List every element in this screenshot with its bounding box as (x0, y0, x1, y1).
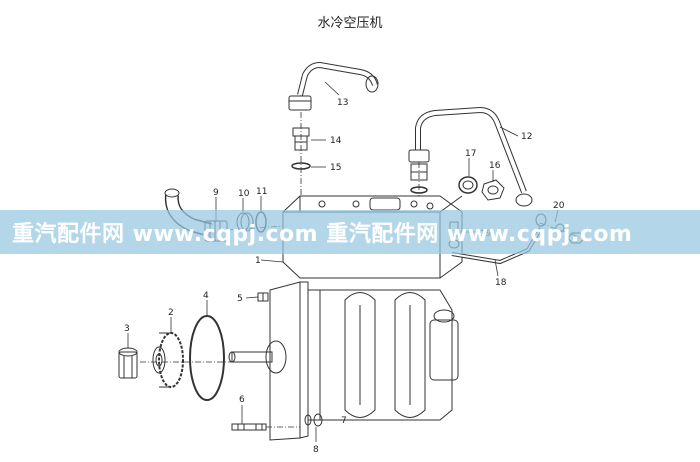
callout-2: 2 (168, 308, 174, 318)
callout-16: 16 (489, 161, 501, 171)
connector-16 (481, 179, 505, 201)
diagram-title: 水冷空压机 (317, 16, 383, 31)
callout-20: 20 (553, 201, 565, 211)
callout-14: 14 (330, 136, 342, 146)
coolant-pipe-12 (408, 106, 533, 207)
drive-shaft (228, 340, 287, 374)
callout-12: 12 (521, 132, 532, 142)
callout-18: 18 (495, 278, 507, 288)
callout-9: 9 (213, 188, 219, 198)
stud-6 (231, 423, 267, 431)
callout-15: 15 (330, 163, 341, 173)
air-pipe-13 (288, 61, 379, 111)
gasket-17-inner (462, 180, 474, 190)
callout-5: 5 (237, 294, 243, 304)
nut-small-8 (304, 414, 312, 426)
watermark-banner: 重汽配件网 www.cqpj.com 重汽配件网 www.cqpj.com (0, 210, 700, 254)
callout-7: 7 (341, 416, 347, 426)
callout-11: 11 (256, 187, 267, 197)
callout-6: 6 (239, 395, 245, 405)
callout-13: 13 (337, 98, 348, 108)
nut-3 (118, 347, 138, 379)
gasket-17 (458, 176, 478, 194)
drive-gear-2 (152, 332, 184, 388)
callout-17: 17 (465, 149, 476, 159)
callout-labels: 13 14 15 12 17 16 20 19 18 9 10 11 1 5 4… (124, 98, 565, 455)
callout-1: 1 (255, 256, 261, 266)
washer-7 (313, 413, 323, 427)
callout-8: 8 (313, 445, 319, 455)
watermark-text: 重汽配件网 www.cqpj.com 重汽配件网 www.cqpj.com (12, 222, 633, 247)
callout-3: 3 (124, 324, 130, 334)
callout-4: 4 (203, 291, 209, 301)
plug-5 (257, 292, 269, 302)
compressor-body (269, 281, 459, 441)
callout-10: 10 (238, 189, 250, 199)
o-ring-4 (189, 315, 225, 401)
